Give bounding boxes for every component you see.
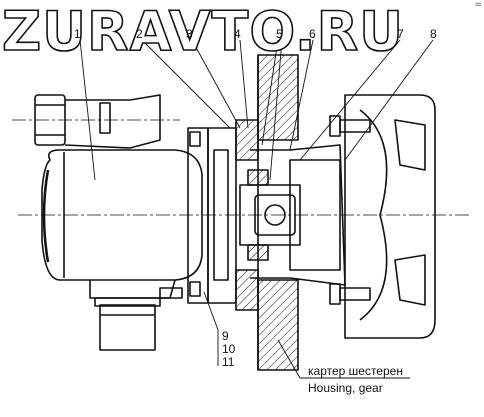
callout-9: 9 — [222, 329, 229, 343]
pump-body — [41, 149, 203, 281]
callout-3: 3 — [186, 27, 193, 41]
watermark-text: ZURAVTO.RU — [1, 0, 405, 63]
corner-mark: = — [474, 0, 482, 10]
caption-russian: картер шестерен — [308, 364, 403, 378]
callout-7: 7 — [397, 27, 404, 41]
cover — [344, 94, 436, 339]
callout-1: 1 — [74, 27, 81, 41]
callout-6: 6 — [309, 27, 316, 41]
callout-11: 11 — [222, 355, 235, 369]
flange-front — [207, 127, 237, 304]
lower-fitting — [89, 279, 176, 299]
callout-2: 2 — [136, 27, 143, 41]
callout-5: 5 — [276, 27, 283, 41]
gear-housing — [257, 54, 299, 141]
callout-8: 8 — [430, 27, 437, 41]
caption-english: Housing, gear — [308, 381, 383, 395]
callout-4: 4 — [234, 27, 241, 41]
callout-10: 10 — [222, 342, 236, 356]
